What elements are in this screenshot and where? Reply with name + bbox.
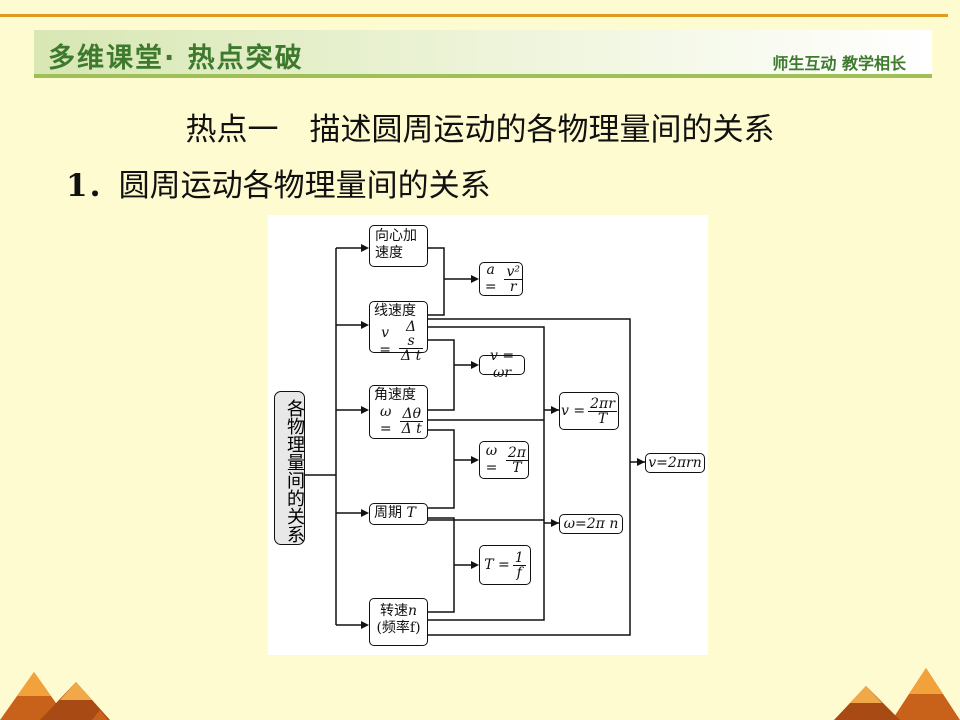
link-outer-bus [428,318,631,636]
angular-formula-num: Δθ [400,405,423,422]
t1f-formula-num: 1 [512,549,526,566]
period-box: 周期 T [369,503,428,525]
link-angular-period [428,429,455,509]
w2pi-formula-num: 2π [505,444,528,461]
arrowhead-period [361,509,369,517]
banner-title: 多维课堂· 热点突破 [48,43,304,74]
formula-omega-2pi-n: ω=2π n [559,514,623,534]
formula-v-omega-r: v = ωr [479,348,525,381]
diagram-connectors [305,244,645,636]
w2pi-formula-den: T [512,459,522,476]
link-speed-to-bus [428,520,545,621]
link-centripetal-linear [428,247,445,316]
v2pi-formula-num: 2πr [588,395,617,412]
section-banner: 多维课堂· 热点突破 师生互动 教学相长 [34,30,932,78]
subheading-text: 圆周运动各物理量间的关系 [118,168,491,204]
arrowhead-vwr [471,361,479,369]
centripetal-acceleration-box: 向心加速度 [369,225,428,267]
main-concept-box: 各物理量间的关系 [274,391,305,545]
slide-subheading: 1．圆周运动各物理量间的关系 [66,160,491,205]
v2pi-formula-lhs: v = [561,402,586,419]
a-formula-lhs: a = [484,262,497,295]
arrowhead-v2pi [551,406,559,414]
arrowhead-linear [361,321,369,329]
linear-label: 线速度 [374,303,416,319]
arrowhead-t1f [471,561,479,569]
linear-formula-lhs: v = [379,324,391,358]
banner-underline [34,74,932,78]
bottom-right-triangles [834,668,960,720]
period-label: 周期 [374,505,402,521]
top-accent-line [0,14,948,17]
link-linear-to-v2pi [428,326,545,520]
angular-formula-den: Δ t [401,420,422,437]
rotational-speed-box: 转速n (频率f) [369,598,428,646]
arrowhead-w2pi [471,456,479,464]
link-period-speed [428,517,455,613]
linear-formula-num: Δ s [399,320,423,349]
formula-v-2pirn: v=2πrn [645,453,705,473]
v2pi-formula-den: T [597,410,608,427]
arrowhead-speed [361,621,369,629]
a-formula-den: r [509,278,517,295]
arrowhead-a-formula [471,275,479,283]
arrowhead-angular [361,406,369,414]
linear-formula-den: Δ t [401,348,422,364]
arrowhead-v2pirn [637,458,645,466]
arrowhead-centripetal [361,244,369,252]
slide-heading: 热点一 描述圆周运动的各物理量间的关系 [185,112,775,148]
speed-variable: n [407,603,418,619]
centripetal-label: 向心加速度 [375,228,417,261]
speed-label: 转速 [379,603,408,619]
angular-label: 角速度 [374,387,416,403]
banner-slogan: 师生互动 教学相长 [772,54,906,73]
bottom-left-triangles [0,672,110,720]
a-formula-num: v² [504,263,522,280]
t1f-formula-den: f [516,564,522,581]
period-variable: T [406,505,416,521]
angular-formula-lhs: ω = [379,404,392,437]
subheading-number: 1． [66,168,119,204]
w2pi-formula-lhs: ω = [485,443,498,476]
t1f-formula-lhs: T = [484,556,510,573]
arrowhead-w2pin [551,519,559,527]
link-linear-angular [428,339,455,411]
frequency-label: (频率f) [376,620,421,636]
